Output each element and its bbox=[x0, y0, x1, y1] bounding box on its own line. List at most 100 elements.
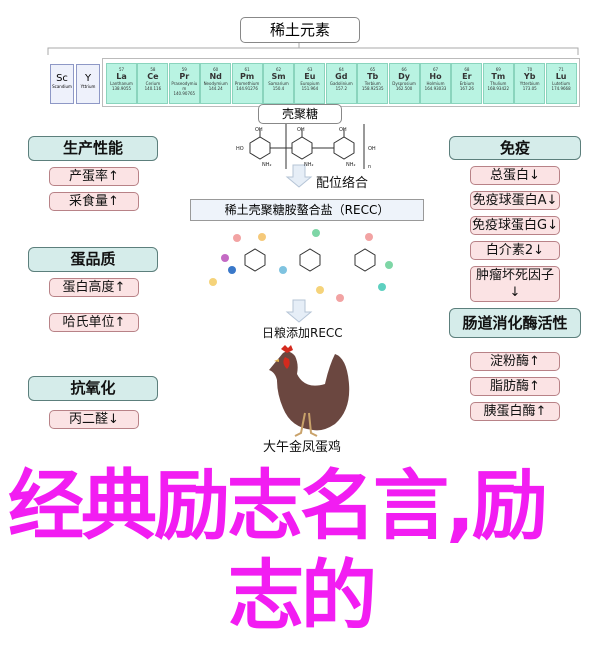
element-symbol: La bbox=[116, 72, 127, 81]
oh-label: OH bbox=[297, 127, 305, 133]
oh-label: OH bbox=[255, 127, 263, 133]
item-laying-rate: 产蛋率↑ bbox=[49, 167, 139, 186]
element-name: Promethium bbox=[234, 81, 260, 86]
n-label: n bbox=[368, 164, 371, 170]
chitosan-box: 壳聚糖 bbox=[258, 104, 342, 124]
element-name: Cerium bbox=[145, 81, 161, 86]
nh2-label: NH₂ bbox=[346, 162, 356, 168]
element-name: Gadolinium bbox=[329, 81, 353, 86]
arrow-down-icon bbox=[285, 164, 313, 188]
element-weight: 164.93033 bbox=[424, 86, 447, 91]
element-number: 65 bbox=[370, 67, 376, 72]
item-amylase: 淀粉酶↑ bbox=[470, 352, 560, 371]
element-number: 68 bbox=[464, 67, 470, 72]
element-weight: 158.92535 bbox=[361, 86, 384, 91]
element-number: 57 bbox=[118, 67, 125, 72]
element-symbol: Tm bbox=[491, 72, 506, 81]
element-symbol: Y bbox=[84, 73, 92, 84]
element-name: Holmium bbox=[426, 81, 445, 86]
header-digestive-enzymes: 肠道消化酶活性 bbox=[449, 308, 581, 338]
element-number: 69 bbox=[495, 67, 501, 72]
element-number: 62 bbox=[275, 67, 282, 72]
item-mda: 丙二醛↓ bbox=[49, 410, 139, 429]
rare-earth-title: 稀土元素 bbox=[240, 17, 360, 43]
recc-box: 稀土壳聚糖胺螯合盐（RECC） bbox=[190, 199, 424, 221]
element-weight: 162.500 bbox=[395, 86, 413, 91]
item-lipase: 脂肪酶↑ bbox=[470, 377, 560, 396]
element-name: Thulium bbox=[490, 81, 507, 86]
element-name: Dysprosium bbox=[392, 81, 416, 86]
element-weight: 151.964 bbox=[301, 86, 319, 91]
element-symbol: Tb bbox=[367, 72, 379, 81]
element-number: 60 bbox=[213, 67, 219, 72]
element-symbol: Sc bbox=[56, 73, 68, 84]
element-number: 71 bbox=[558, 67, 564, 72]
element-symbol: Er bbox=[462, 72, 472, 81]
element-number: 58 bbox=[150, 67, 156, 72]
element-name: Lanthanum bbox=[110, 81, 133, 86]
element-number: 70 bbox=[527, 67, 533, 72]
element-weight: 174.9668 bbox=[551, 86, 571, 91]
element-name: Terbium bbox=[364, 81, 381, 86]
item-tnf: 肿瘤坏死因子↓ bbox=[470, 266, 560, 302]
element-name: Neodymium bbox=[203, 81, 228, 86]
connector-lines: OH OH OH HO NH₂ NH₂ NH₂ OH n bbox=[47, 41, 579, 323]
coordination-label: 配位络合 bbox=[316, 176, 369, 191]
element-weight: 138.9055 bbox=[111, 86, 132, 91]
diet-label: 日粮添加RECC bbox=[262, 326, 343, 340]
element-symbol: Dy bbox=[398, 72, 411, 81]
element-number: 59 bbox=[181, 67, 187, 72]
element-sc: Sc Scandium bbox=[50, 64, 74, 104]
element-symbol: Sm bbox=[271, 72, 286, 81]
molecule-structure bbox=[244, 124, 376, 272]
element-number: 64 bbox=[338, 67, 344, 72]
item-il2: 白介素2↓ bbox=[470, 241, 560, 260]
element-name: Ytterbium bbox=[519, 81, 540, 86]
overlay-text-line1: 经典励志名言,励 bbox=[8, 461, 548, 550]
element-symbol: Eu bbox=[304, 72, 316, 81]
item-trypsin: 胰蛋白酶↑ bbox=[470, 402, 560, 421]
element-name: Erbium bbox=[459, 81, 475, 86]
overlay-text-line2: 志的 bbox=[228, 551, 377, 640]
element-weight: 140.90765 bbox=[173, 91, 196, 96]
element-name: Samarium bbox=[268, 81, 289, 86]
item-haugh-unit: 哈氏单位↑ bbox=[49, 313, 139, 332]
element-weight: 157.2 bbox=[335, 86, 348, 91]
element-weight: 167.26 bbox=[459, 86, 474, 91]
header-egg-quality: 蛋品质 bbox=[28, 247, 158, 272]
element-weight: 144.24 bbox=[208, 86, 223, 91]
element-name: Europium bbox=[300, 81, 320, 86]
element-weight: 140.116 bbox=[144, 86, 162, 91]
arrow-down-icon bbox=[285, 299, 313, 323]
element-symbol: Lu bbox=[555, 72, 567, 81]
header-immunity: 免疫 bbox=[449, 136, 581, 160]
element-name: Yttrium bbox=[80, 84, 96, 89]
element-number: 67 bbox=[432, 67, 439, 72]
chicken-label: 大午金凤蛋鸡 bbox=[263, 440, 342, 455]
oh-label: OH bbox=[339, 127, 347, 133]
element-symbol: Pr bbox=[179, 72, 190, 81]
nh2-label: NH₂ bbox=[304, 162, 314, 168]
chicken-image bbox=[269, 345, 350, 437]
oh-label: OH bbox=[368, 146, 376, 152]
element-weight: 144.91276 bbox=[236, 86, 258, 91]
element-number: 66 bbox=[401, 67, 407, 72]
ho-label: HO bbox=[236, 146, 244, 152]
element-symbol: Gd bbox=[335, 72, 348, 81]
